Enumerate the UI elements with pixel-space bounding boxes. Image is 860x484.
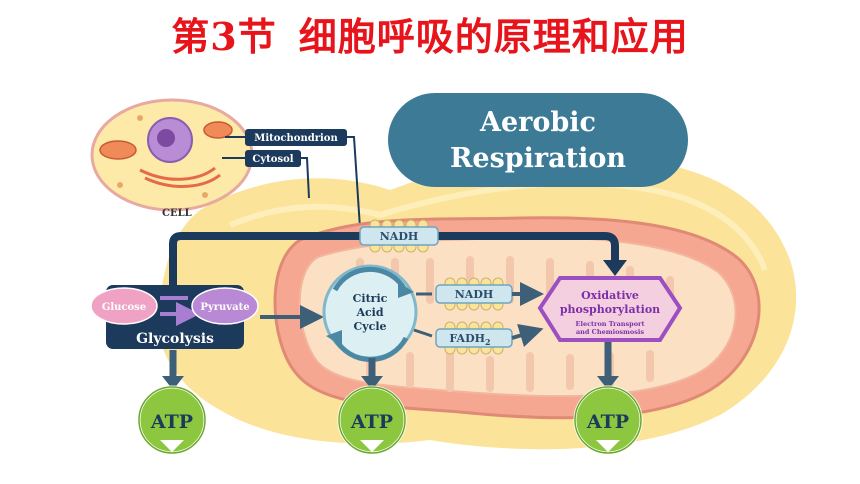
glucose-label: Glucose xyxy=(102,302,146,313)
cell-label: CELL xyxy=(162,208,192,219)
glycolysis-label: Glycolysis xyxy=(136,331,214,347)
page-title: 第3节细胞呼吸的原理和应用 xyxy=(0,6,860,61)
cytosol-tag xyxy=(245,150,301,167)
nadh-top-label: NADH xyxy=(380,230,419,243)
section-heading: 细胞呼吸的原理和应用 xyxy=(298,14,689,59)
oxidative-phosphorylation-box xyxy=(537,276,683,342)
oxphos-line-1: Oxidative xyxy=(581,289,639,302)
title-banner xyxy=(388,93,688,187)
nadh-label: NADH xyxy=(455,288,494,301)
atp-badge-3 xyxy=(573,385,643,455)
atp-label-3: ATP xyxy=(586,411,629,433)
banner-line-1: Aerobic xyxy=(479,107,596,138)
atp-badge-1 xyxy=(137,385,207,455)
mitochondrion-tag xyxy=(245,129,347,146)
pyruvate-bubble xyxy=(191,287,259,325)
cell-illustration xyxy=(90,98,254,212)
mitochondrion-label: Mitochondrion xyxy=(254,133,338,144)
cytosol-label: Cytosol xyxy=(252,154,293,165)
oxphos-line-2: phosphorylation xyxy=(560,303,660,316)
fadh2-carrier xyxy=(435,321,513,355)
fadh2-label: FADH2 xyxy=(449,332,490,347)
section-number: 第3节 xyxy=(171,14,277,59)
atp-label-2: ATP xyxy=(350,411,393,433)
banner-line-2: Respiration xyxy=(450,143,626,174)
glucose-bubble xyxy=(90,287,158,325)
nadh-top-carrier xyxy=(359,219,439,253)
cycle-line-2: Acid xyxy=(355,306,383,319)
pyruvate-label: Pyruvate xyxy=(200,302,249,313)
oxphos-line-4: and Chemiosmosis xyxy=(576,328,644,336)
cycle-line-1: Citric xyxy=(353,292,388,305)
oxphos-line-3: Electron Transport xyxy=(576,320,645,328)
atp-label-1: ATP xyxy=(150,411,193,433)
atp-badge-2 xyxy=(337,385,407,455)
cycle-line-3: Cycle xyxy=(353,320,386,333)
